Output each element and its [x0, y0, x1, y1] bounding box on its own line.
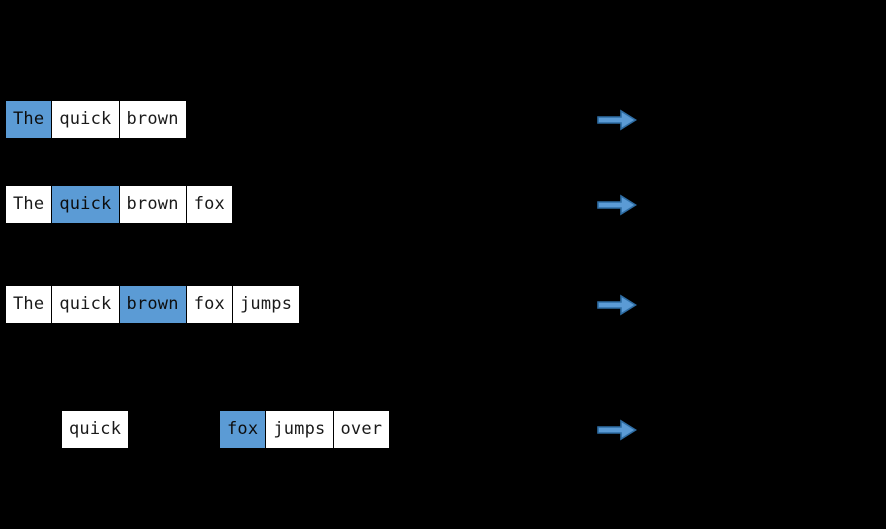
right-arrow-icon — [597, 419, 638, 441]
token-cell[interactable]: brown — [118, 100, 187, 139]
token-cell[interactable]: fox — [185, 285, 233, 324]
right-arrow-icon — [597, 194, 638, 216]
token-cell[interactable]: quick — [51, 100, 120, 139]
token-cell[interactable]: jumps — [265, 410, 334, 449]
token-cell-highlighted[interactable]: quick — [51, 185, 120, 224]
token-cell-highlighted[interactable]: The — [5, 100, 53, 139]
token-cell[interactable]: over — [332, 410, 391, 449]
token-cell[interactable]: The — [5, 285, 53, 324]
token-strip: quick — [61, 410, 130, 449]
right-arrow-icon — [597, 109, 638, 131]
token-cell[interactable]: jumps — [232, 285, 301, 324]
token-cell[interactable]: quick — [51, 285, 120, 324]
right-arrow-icon — [597, 294, 638, 316]
token-cell[interactable]: quick — [61, 410, 130, 449]
token-cell-highlighted[interactable]: brown — [118, 285, 187, 324]
token-cell-highlighted[interactable]: fox — [219, 410, 267, 449]
token-cell[interactable]: brown — [118, 185, 187, 224]
token-cell[interactable]: fox — [185, 185, 233, 224]
token-cell[interactable]: The — [5, 185, 53, 224]
